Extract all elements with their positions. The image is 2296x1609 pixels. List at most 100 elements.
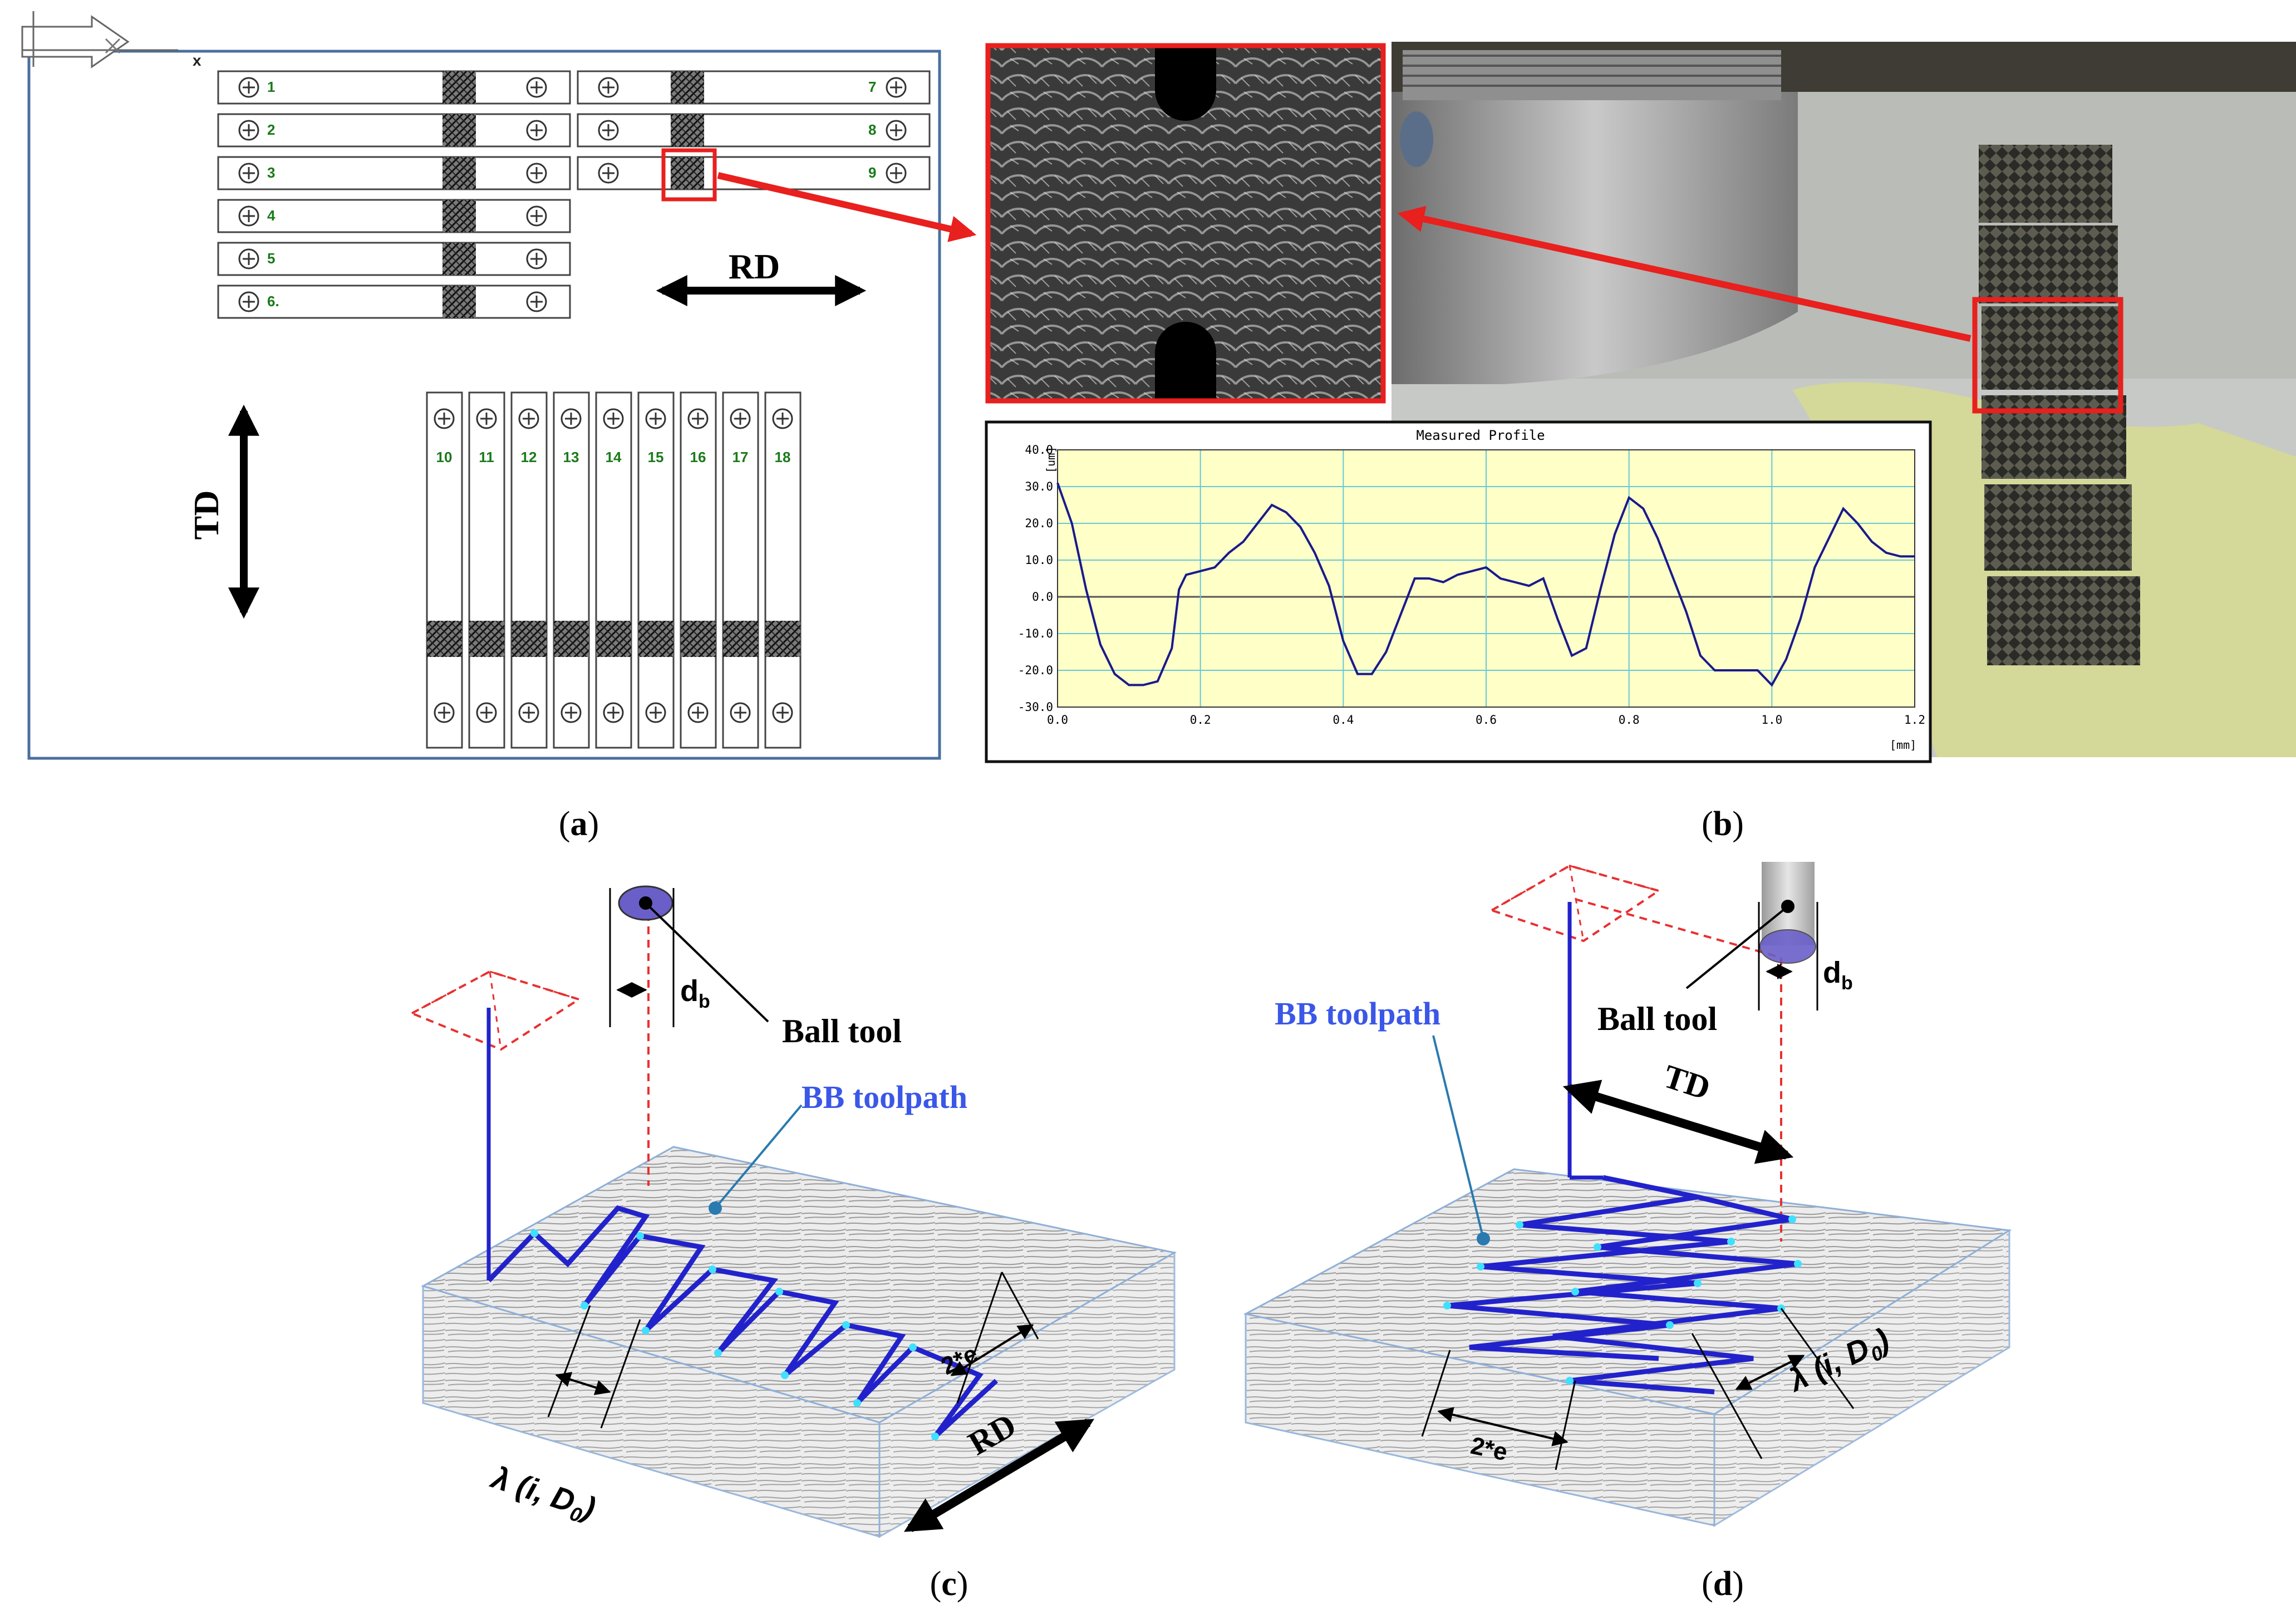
x-tick-label: 0.8 [1619, 713, 1640, 727]
mounting-hole-icon [518, 702, 539, 723]
specimen-number: 8 [868, 121, 876, 138]
y-tick-labels: 40.030.020.010.00.0-10.0-20.0-30.0 [1018, 443, 1053, 714]
specimen-number: 6. [267, 293, 279, 310]
mounting-hole-icon [730, 408, 751, 429]
photo-highlight-box [1972, 297, 2123, 414]
zoomed-micrograph [985, 43, 1386, 404]
mounting-hole-icon [518, 408, 539, 429]
specimen-rd: 6. [217, 284, 571, 319]
rd-arrow-c [903, 1419, 1095, 1532]
caption-c: (c) [930, 1565, 968, 1603]
coordinate-axis-icon: x [21, 11, 201, 69]
y-tick-label: -10.0 [1018, 627, 1053, 640]
mounting-hole-icon [238, 163, 259, 184]
db-label-d: db [1823, 956, 1853, 994]
specimen-td: 12 [510, 391, 548, 749]
y-axis-label: [um] [1044, 447, 1058, 473]
specimen-number: 9 [868, 164, 876, 181]
specimen-number: 2 [267, 121, 275, 138]
specimen-number: 12 [521, 449, 537, 465]
specimen-number: 13 [563, 449, 579, 465]
mounting-hole-icon [238, 291, 259, 312]
mounting-hole-icon [730, 702, 751, 723]
rd-label: RD [729, 247, 780, 286]
specimen-rd: 7 [577, 70, 931, 105]
panel-c-rd-toolpath: db Ball tool BB toolpath λ (i, D0) 2*e R… [409, 885, 1177, 1538]
td-direction-arrow: TD [186, 404, 259, 619]
specimen-number: 15 [648, 449, 664, 465]
caption-a: (a) [559, 805, 599, 843]
specimen-rd: 1 [217, 70, 571, 105]
specimen-td: 15 [637, 391, 675, 749]
specimen-rd: 3 [217, 156, 571, 190]
y-tick-label: -30.0 [1018, 700, 1053, 714]
mounting-hole-icon [526, 291, 547, 312]
ball-tool-d [1685, 862, 1818, 1010]
specimen-td: 14 [595, 391, 632, 749]
y-tick-label: 40.0 [1025, 443, 1053, 457]
zoom-pointer-arrow-left [717, 172, 977, 242]
specimen-number: 4 [267, 207, 276, 224]
x-tick-label: 1.0 [1761, 713, 1782, 727]
toolpath-label-c: BB toolpath [802, 1079, 967, 1115]
y-tick-label: 0.0 [1032, 590, 1053, 604]
x-tick-label: 0.6 [1476, 713, 1497, 727]
mounting-hole-icon [561, 408, 582, 429]
db-label-c: db [680, 974, 710, 1012]
specimen-td: 16 [680, 391, 717, 749]
direction-label-d: TD [1659, 1058, 1715, 1107]
mounting-hole-icon [434, 702, 455, 723]
mounting-hole-icon [238, 248, 259, 269]
specimen-number: 18 [775, 449, 791, 465]
mounting-hole-icon [598, 77, 619, 98]
x-tick-label: 1.2 [1904, 713, 1925, 727]
panel-d-td-toolpath: db Ball tool BB toolpath TD 2*e λ (i, D0… [1243, 862, 2012, 1527]
mounting-hole-icon [526, 120, 547, 141]
mounting-hole-icon [238, 77, 259, 98]
mounting-hole-icon [645, 408, 666, 429]
mounting-hole-icon [238, 120, 259, 141]
specimen-rd: 4 [217, 199, 571, 233]
mounting-hole-icon [526, 163, 547, 184]
mounting-hole-icon [886, 77, 907, 98]
specimen-group-td: 10 11 12 13 14 15 16 17 18 [426, 391, 802, 749]
specimen-td: 11 [468, 391, 505, 749]
specimen-number: 14 [606, 449, 622, 465]
x-tick-label: 0.0 [1047, 713, 1068, 727]
specimen-td: 13 [553, 391, 590, 749]
mounting-hole-icon [598, 120, 619, 141]
mounting-hole-icon [526, 77, 547, 98]
ball-tool-label-d: Ball tool [1597, 1000, 1717, 1037]
specimen-number: 10 [436, 449, 453, 465]
mounting-hole-icon [687, 408, 709, 429]
caption-b: (b) [1702, 805, 1744, 843]
mounting-hole-icon [886, 120, 907, 141]
specimen-number: 11 [479, 449, 494, 465]
lambda-label-c: λ (i, D0) [485, 1459, 600, 1530]
chart-grid [1057, 449, 1915, 708]
mounting-hole-icon [603, 408, 624, 429]
y-tick-label: 20.0 [1025, 517, 1053, 530]
specimen-number: 1 [267, 79, 275, 95]
caption-d: (d) [1702, 1565, 1744, 1603]
specimen-rd: 8 [577, 113, 931, 148]
specimen-number: 17 [732, 449, 749, 465]
specimen-rd: 5 [217, 242, 571, 276]
td-arrow-d [1562, 1080, 1794, 1164]
specimen-number: 16 [690, 449, 706, 465]
mounting-hole-icon [598, 163, 619, 184]
toolpath-points-c [530, 1229, 939, 1440]
mounting-hole-icon [434, 408, 455, 429]
mounting-hole-icon [687, 702, 709, 723]
axis-label: x [193, 52, 201, 69]
workpiece-block-d [1243, 1168, 2012, 1527]
bb-toolpath-c [486, 1205, 999, 1439]
specimen-number: 7 [868, 79, 876, 95]
specimen-number: 5 [267, 250, 275, 267]
mounting-hole-icon [886, 163, 907, 184]
specimen-group-rd-left: 1 2 3 4 5 6. [217, 70, 571, 319]
mounting-hole-icon [238, 205, 259, 227]
